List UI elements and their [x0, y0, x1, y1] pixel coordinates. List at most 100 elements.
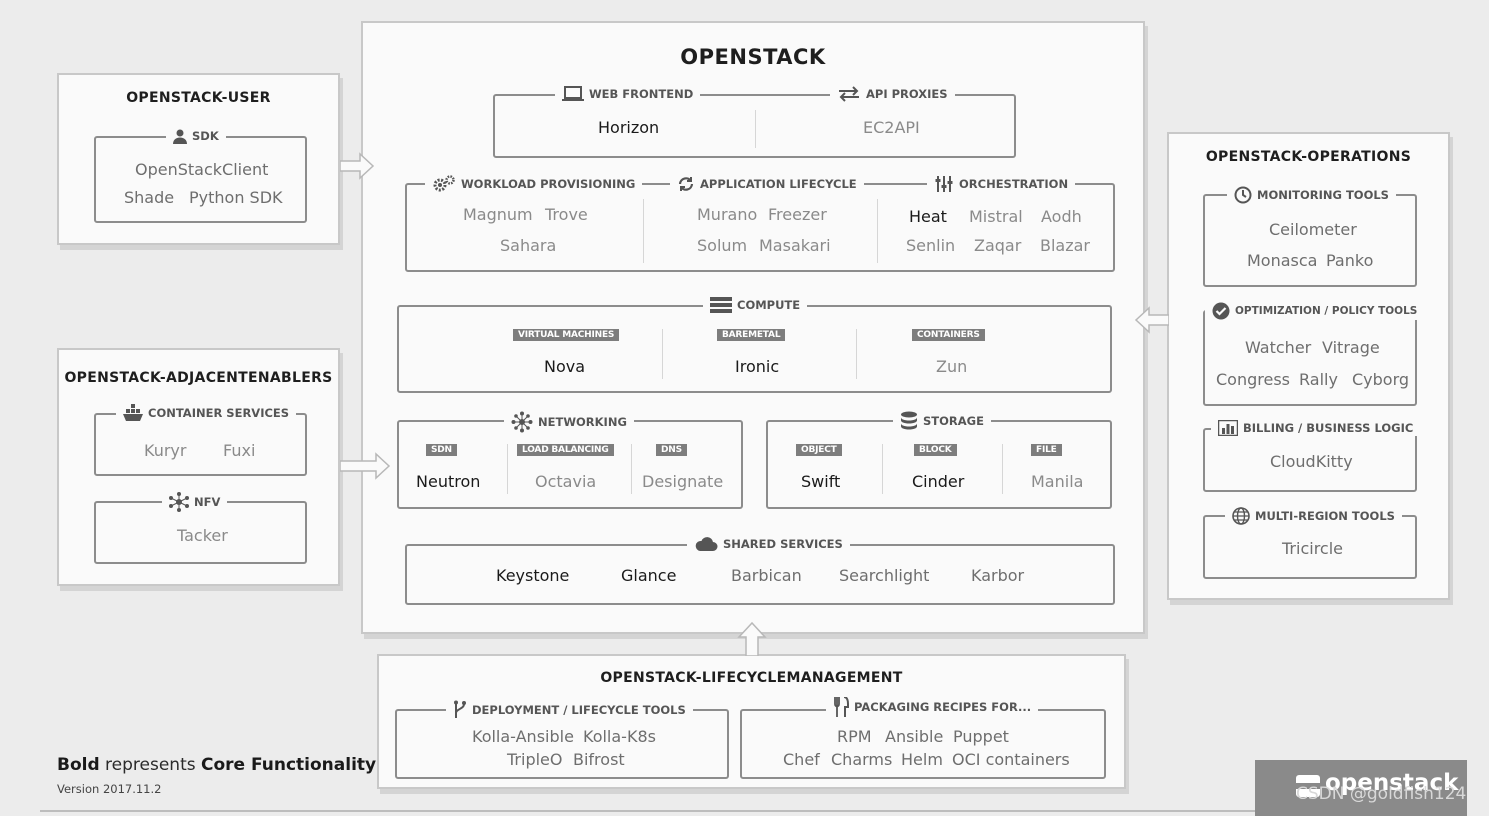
zun: Zun	[936, 357, 968, 376]
monasca: Monasca	[1247, 251, 1318, 270]
provisioning-group: WORKLOAD PROVISIONING APPLICATION LIFECY…	[405, 175, 1115, 272]
laptop-icon	[562, 86, 584, 101]
senlin: Senlin	[906, 236, 956, 255]
openstack-operations-panel: OPENSTACK-OPERATIONS MONITORING TOOLS Ce…	[1167, 132, 1450, 600]
deployment-text: DEPLOYMENT / LIFECYCLE TOOLS	[472, 703, 686, 717]
check-circle-icon	[1212, 302, 1230, 320]
orchestration-label: ORCHESTRATION	[927, 175, 1076, 193]
container-ship-icon	[123, 404, 143, 421]
divider	[1002, 444, 1003, 494]
optimization-label: OPTIMIZATION / POLICY TOOLS	[1205, 302, 1425, 320]
sdk-label: SDK	[166, 128, 226, 144]
operations-title: OPENSTACK-OPERATIONS	[1205, 149, 1412, 165]
divider	[882, 444, 883, 494]
horizon: Horizon	[598, 118, 660, 137]
bifrost: Bifrost	[573, 750, 625, 769]
python-sdk: Python SDK	[189, 188, 283, 207]
frontend-group: WEB FRONTEND API PROXIES Horizon EC2API	[493, 86, 1016, 158]
bottom-rule	[40, 810, 1260, 812]
adjacent-enablers-panel: OPENSTACK-ADJACENTENABLERS CONTAINER SER…	[57, 348, 340, 586]
api-proxies-text: API PROXIES	[866, 87, 948, 101]
compute-label: COMPUTE	[703, 297, 808, 313]
tricircle: Tricircle	[1282, 539, 1343, 558]
arrow-adjacent-to-openstack	[340, 452, 391, 480]
watermark: CSDN @goldfish124	[1296, 784, 1467, 804]
zaqar: Zaqar	[974, 236, 1022, 255]
workload-label: WORKLOAD PROVISIONING	[425, 175, 643, 193]
billing-label: BILLING / BUSINESS LOGIC	[1211, 420, 1421, 436]
kolla-ansible: Kolla-Ansible	[472, 727, 574, 746]
multiregion-group: MULTI-REGION TOOLS Tricircle	[1203, 507, 1417, 579]
nfv-group: NFV Tacker	[94, 492, 307, 564]
heat: Heat	[909, 207, 947, 226]
solum: Solum	[697, 236, 748, 255]
glance: Glance	[621, 566, 677, 585]
divider	[643, 199, 644, 263]
ironic: Ironic	[735, 357, 780, 376]
neutron: Neutron	[416, 472, 481, 491]
storage-label: STORAGE	[893, 411, 991, 431]
networking-text: NETWORKING	[538, 415, 627, 429]
sliders-icon	[935, 176, 953, 192]
legend-middle: represents	[99, 755, 202, 775]
monitoring-text: MONITORING TOOLS	[1257, 188, 1389, 202]
designate: Designate	[642, 472, 724, 491]
trove: Trove	[545, 205, 588, 224]
packaging-label: PACKAGING RECIPES FOR...	[826, 697, 1039, 717]
workload-text: WORKLOAD PROVISIONING	[461, 177, 636, 191]
networking-group: NETWORKING SDN LOAD BALANCING DNS Neutro…	[397, 411, 743, 509]
nfv-text: NFV	[194, 495, 221, 509]
storage-text: STORAGE	[923, 414, 984, 428]
deployment-label: DEPLOYMENT / LIFECYCLE TOOLS	[446, 700, 693, 720]
monitoring-group: MONITORING TOOLS Ceilometer Monasca Pank…	[1203, 186, 1417, 287]
sdn-tag: SDN	[426, 444, 457, 456]
openstack-user-panel: OPENSTACK-USER SDK OpenStackClient Shade…	[57, 73, 340, 245]
container-services-text: CONTAINER SERVICES	[148, 406, 290, 420]
aodh: Aodh	[1041, 207, 1082, 226]
adjacent-title: OPENSTACK-ADJACENTENABLERS	[64, 370, 333, 386]
arrow-operations-to-openstack	[1134, 306, 1169, 334]
deployment-group: DEPLOYMENT / LIFECYCLE TOOLS Kolla-Ansib…	[395, 700, 729, 779]
billing-text: BILLING / BUSINESS LOGIC	[1243, 421, 1414, 435]
gears-icon	[433, 175, 455, 192]
packaging-group: PACKAGING RECIPES FOR... RPM Ansible Pup…	[740, 697, 1106, 779]
freezer: Freezer	[768, 205, 827, 224]
user-title: OPENSTACK-USER	[126, 90, 271, 106]
app-lifecycle-text: APPLICATION LIFECYCLE	[700, 177, 857, 191]
cyborg: Cyborg	[1352, 370, 1410, 389]
baremetal-tag: BAREMETAL	[717, 329, 786, 341]
shared-services-group: SHARED SERVICES Keystone Glance Barbican…	[405, 535, 1115, 605]
containers-tag: CONTAINERS	[912, 329, 985, 341]
version-text: Version 2017.11.2	[57, 782, 162, 796]
web-frontend-text: WEB FRONTEND	[589, 87, 694, 101]
oci-containers: OCI containers	[952, 750, 1070, 769]
network-nodes-icon	[169, 492, 189, 512]
masakari: Masakari	[759, 236, 831, 255]
compute-text: COMPUTE	[737, 298, 801, 312]
divider	[507, 444, 508, 494]
sahara: Sahara	[500, 236, 557, 255]
shade: Shade	[124, 188, 175, 207]
panko: Panko	[1326, 251, 1374, 270]
lifecycle-management-panel: OPENSTACK-LIFECYCLEMANAGEMENT DEPLOYMENT…	[377, 654, 1126, 789]
shared-services-text: SHARED SERVICES	[723, 537, 843, 551]
database-icon	[901, 411, 917, 430]
nfv-label: NFV	[162, 492, 228, 512]
ansible: Ansible	[885, 727, 944, 746]
billing-group: BILLING / BUSINESS LOGIC CloudKitty	[1203, 420, 1421, 492]
helm: Helm	[901, 750, 943, 769]
manila: Manila	[1031, 472, 1084, 491]
block-tag: BLOCK	[914, 444, 957, 456]
legend-core-functionality: Core Functionality	[201, 755, 377, 775]
openstack-logo-icon	[1296, 775, 1320, 797]
server-icon	[710, 297, 732, 313]
arrow-user-to-openstack	[340, 152, 375, 180]
openstack-panel: OPENSTACK WEB FRONTEND API PROXIES Horiz…	[361, 21, 1145, 634]
refresh-icon	[678, 177, 694, 191]
network-icon	[511, 411, 533, 433]
monitoring-label: MONITORING TOOLS	[1227, 186, 1396, 204]
sdk-text: SDK	[192, 129, 219, 143]
web-frontend-label: WEB FRONTEND	[555, 86, 701, 102]
charms: Charms	[831, 750, 893, 769]
packaging-text: PACKAGING RECIPES FOR...	[854, 700, 1032, 714]
